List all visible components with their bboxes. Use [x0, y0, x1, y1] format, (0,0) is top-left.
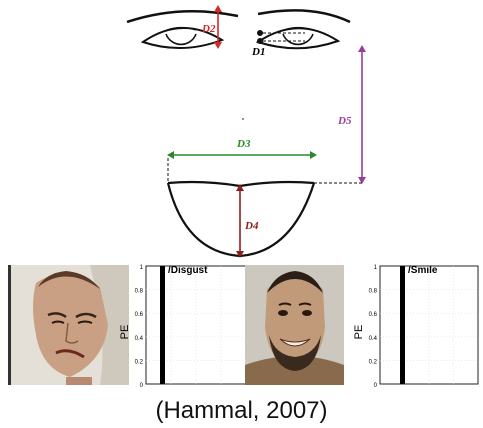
y-tick-1: 1	[140, 265, 144, 271]
y-tick-0.2: 0.2	[135, 359, 144, 365]
y-tick-0: 0	[140, 383, 144, 389]
y-tick-0.6: 0.6	[369, 312, 378, 318]
distance-d4: D4	[236, 184, 259, 258]
y-tick-0.4: 0.4	[369, 336, 378, 342]
plot-frame	[379, 265, 479, 385]
y-tick-1: 1	[374, 265, 378, 271]
y-tick-0.6: 0.6	[135, 312, 144, 318]
y-axis-label: PE	[353, 325, 365, 340]
citation-caption: (Hammal, 2007)	[155, 397, 328, 424]
y-tick-0.4: 0.4	[135, 336, 144, 342]
distance-d5: D5	[314, 45, 366, 184]
smile-face-photo	[245, 265, 344, 385]
panel-title: /Smile	[408, 265, 438, 276]
y-tick-0.2: 0.2	[369, 359, 378, 365]
nose-point	[242, 118, 244, 120]
y-axis-label: PE	[119, 325, 131, 340]
left-eyebrow	[126, 9, 239, 24]
y-tick-0.8: 0.8	[135, 289, 144, 295]
d1-label: D1	[251, 46, 265, 58]
y-tick-0.8: 0.8	[369, 289, 378, 295]
distance-d2: D2	[201, 5, 222, 49]
disgust-face-illustration	[8, 265, 129, 385]
d3-label: D3	[236, 138, 251, 150]
smile-pe-chart: PE 1 0.8 0.6 0.4 0.2 0 /Smile	[353, 265, 479, 389]
distance-d3: D3	[167, 138, 317, 183]
smile-face-illustration	[245, 265, 344, 385]
y-tick-0: 0	[374, 383, 378, 389]
pe-bar	[160, 266, 165, 384]
disgust-pe-chart: PE 1 0.8 0.6 0.4 0.2 0 /Disgust	[119, 265, 247, 389]
right-eye	[255, 26, 341, 50]
d5-label: D5	[337, 115, 352, 127]
panel-title: /Disgust	[168, 265, 208, 276]
left-eye	[140, 26, 225, 49]
face-diagram: D1 D2 D3 D4 D5	[126, 5, 366, 258]
distance-d1: D1	[251, 30, 305, 58]
right-eyebrow	[257, 9, 351, 24]
disgust-face-photo	[8, 265, 129, 385]
pe-bar	[400, 266, 405, 384]
d2-label: D2	[201, 23, 216, 35]
chart-grid	[380, 266, 478, 384]
d4-label: D4	[244, 220, 259, 232]
mouth	[166, 180, 316, 258]
